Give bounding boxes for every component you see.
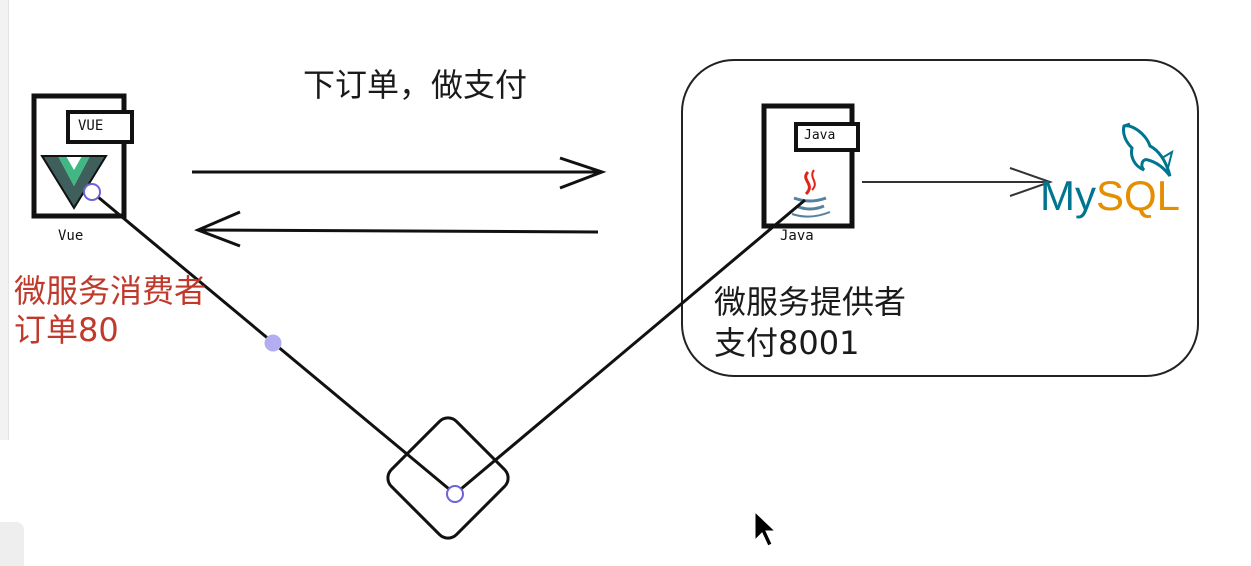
- vue-caption: Vue: [58, 228, 84, 244]
- consumer-name-label: 订单80: [14, 311, 119, 349]
- flow-title: 下订单，做支付: [303, 66, 528, 104]
- java-badge-label: Java: [804, 128, 836, 143]
- mysql-dolphin-icon: [1122, 122, 1174, 177]
- left-edge-toggle[interactable]: [0, 522, 24, 566]
- response-arrow: [194, 210, 599, 248]
- java-caption: Java: [780, 228, 814, 244]
- junction-diamond[interactable]: [383, 413, 513, 543]
- java-logo-icon: [761, 103, 860, 229]
- line-start-handle[interactable]: [83, 183, 101, 201]
- line-end-handle[interactable]: [446, 485, 464, 503]
- vue-logo-icon: [31, 93, 134, 219]
- request-arrow: [192, 156, 607, 190]
- db-access-arrow: [862, 167, 1054, 197]
- mouse-cursor-icon: [754, 510, 777, 547]
- provider-role-label: 微服务提供者: [714, 283, 907, 321]
- line-midpoint-handle[interactable]: [264, 334, 282, 352]
- left-edge-panel: [0, 0, 9, 440]
- mysql-logo-my: My: [1040, 172, 1096, 219]
- vue-badge-label: VUE: [78, 118, 104, 134]
- mysql-logo-text: MySQL: [1040, 172, 1180, 220]
- consumer-role-label: 微服务消费者: [14, 272, 207, 310]
- provider-connector-line[interactable]: [454, 198, 806, 496]
- mysql-logo-sql: SQL: [1096, 172, 1181, 219]
- provider-container[interactable]: [681, 59, 1199, 377]
- provider-name-label: 支付8001: [714, 324, 860, 362]
